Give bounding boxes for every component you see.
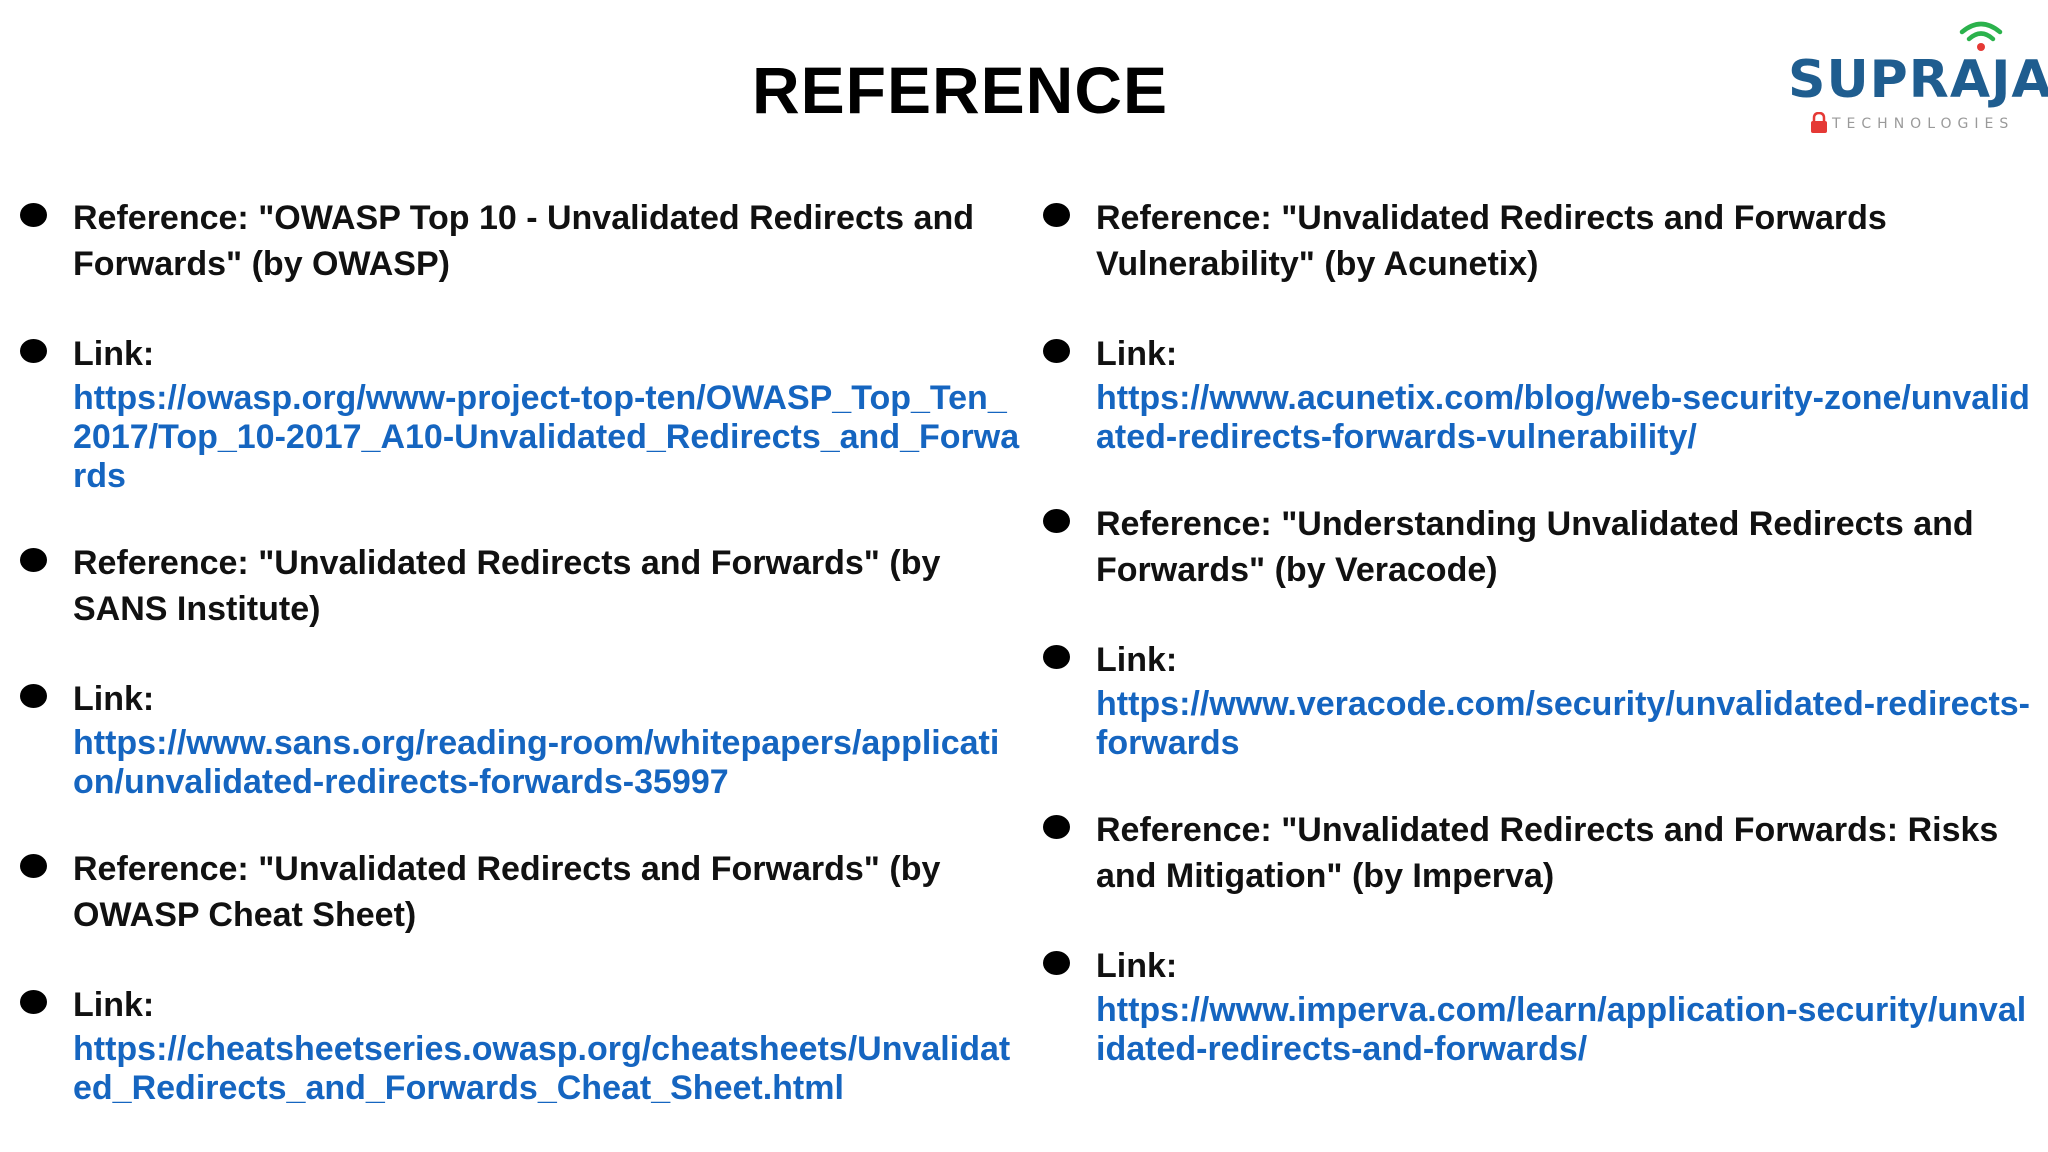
bullet-icon	[20, 203, 47, 227]
link-label: Link:	[1096, 641, 1178, 679]
list-item: Reference: "Unvalidated Redirects and Fo…	[1043, 807, 2033, 899]
bullet-icon	[20, 854, 47, 878]
logo-wordmark: SUPRAJA	[1788, 50, 2048, 110]
list-item: Link: https://www.veracode.com/security/…	[1043, 637, 2033, 763]
link-label: Link:	[73, 680, 155, 718]
reference-link[interactable]: https://owasp.org/www-project-top-ten/OW…	[73, 379, 1020, 495]
reference-text: Reference: "Unvalidated Redirects and Fo…	[1096, 199, 1887, 283]
reference-text: Reference: "OWASP Top 10 - Unvalidated R…	[73, 199, 974, 283]
bullet-icon	[20, 684, 47, 708]
supraja-logo: SUPRAJA TECHNOLOGIES	[1780, 12, 2048, 133]
wifi-icon	[1959, 21, 2003, 51]
bullet-icon	[1043, 203, 1070, 227]
reference-link[interactable]: https://www.veracode.com/security/unvali…	[1096, 685, 2031, 762]
lock-icon	[1811, 112, 1827, 133]
list-item: Reference: "Understanding Unvalidated Re…	[1043, 501, 2033, 593]
bullet-icon	[1043, 339, 1070, 363]
page-title: REFERENCE	[751, 53, 1169, 127]
bullet-icon	[1043, 951, 1070, 975]
list-item: Link: https://owasp.org/www-project-top-…	[20, 331, 1020, 496]
list-item: Reference: "Unvalidated Redirects and Fo…	[20, 846, 1020, 938]
link-label: Link:	[73, 986, 155, 1024]
link-label: Link:	[73, 335, 155, 373]
reference-text: Reference: "Unvalidated Redirects and Fo…	[73, 544, 941, 628]
list-item: Reference: "OWASP Top 10 - Unvalidated R…	[20, 195, 1020, 287]
link-label: Link:	[1096, 335, 1178, 373]
reference-text: Reference: "Understanding Unvalidated Re…	[1096, 505, 1974, 589]
bullet-icon	[20, 339, 47, 363]
right-reference-list: Reference: "Unvalidated Redirects and Fo…	[1043, 195, 2033, 1113]
list-item: Link: https://www.sans.org/reading-room/…	[20, 676, 1020, 802]
bullet-icon	[1043, 509, 1070, 533]
bullet-icon	[1043, 645, 1070, 669]
reference-link[interactable]: https://www.sans.org/reading-room/whitep…	[73, 724, 1000, 801]
list-item: Link: https://www.acunetix.com/blog/web-…	[1043, 331, 2033, 457]
left-reference-list: Reference: "OWASP Top 10 - Unvalidated R…	[20, 195, 1020, 1152]
bullet-icon	[20, 548, 47, 572]
reference-link[interactable]: https://www.acunetix.com/blog/web-securi…	[1096, 379, 2030, 456]
bullet-icon	[1043, 815, 1070, 839]
reference-link[interactable]: https://cheatsheetseries.owasp.org/cheat…	[73, 1030, 1011, 1107]
link-label: Link:	[1096, 947, 1178, 985]
reference-text: Reference: "Unvalidated Redirects and Fo…	[73, 850, 941, 934]
list-item: Link: https://www.imperva.com/learn/appl…	[1043, 943, 2033, 1069]
list-item: Link: https://cheatsheetseries.owasp.org…	[20, 982, 1020, 1108]
list-item: Reference: "Unvalidated Redirects and Fo…	[1043, 195, 2033, 287]
reference-link[interactable]: https://www.imperva.com/learn/applicatio…	[1096, 991, 2027, 1068]
reference-text: Reference: "Unvalidated Redirects and Fo…	[1096, 811, 1999, 895]
logo-subtitle: TECHNOLOGIES	[1832, 116, 2015, 132]
bullet-icon	[20, 990, 47, 1014]
list-item: Reference: "Unvalidated Redirects and Fo…	[20, 540, 1020, 632]
